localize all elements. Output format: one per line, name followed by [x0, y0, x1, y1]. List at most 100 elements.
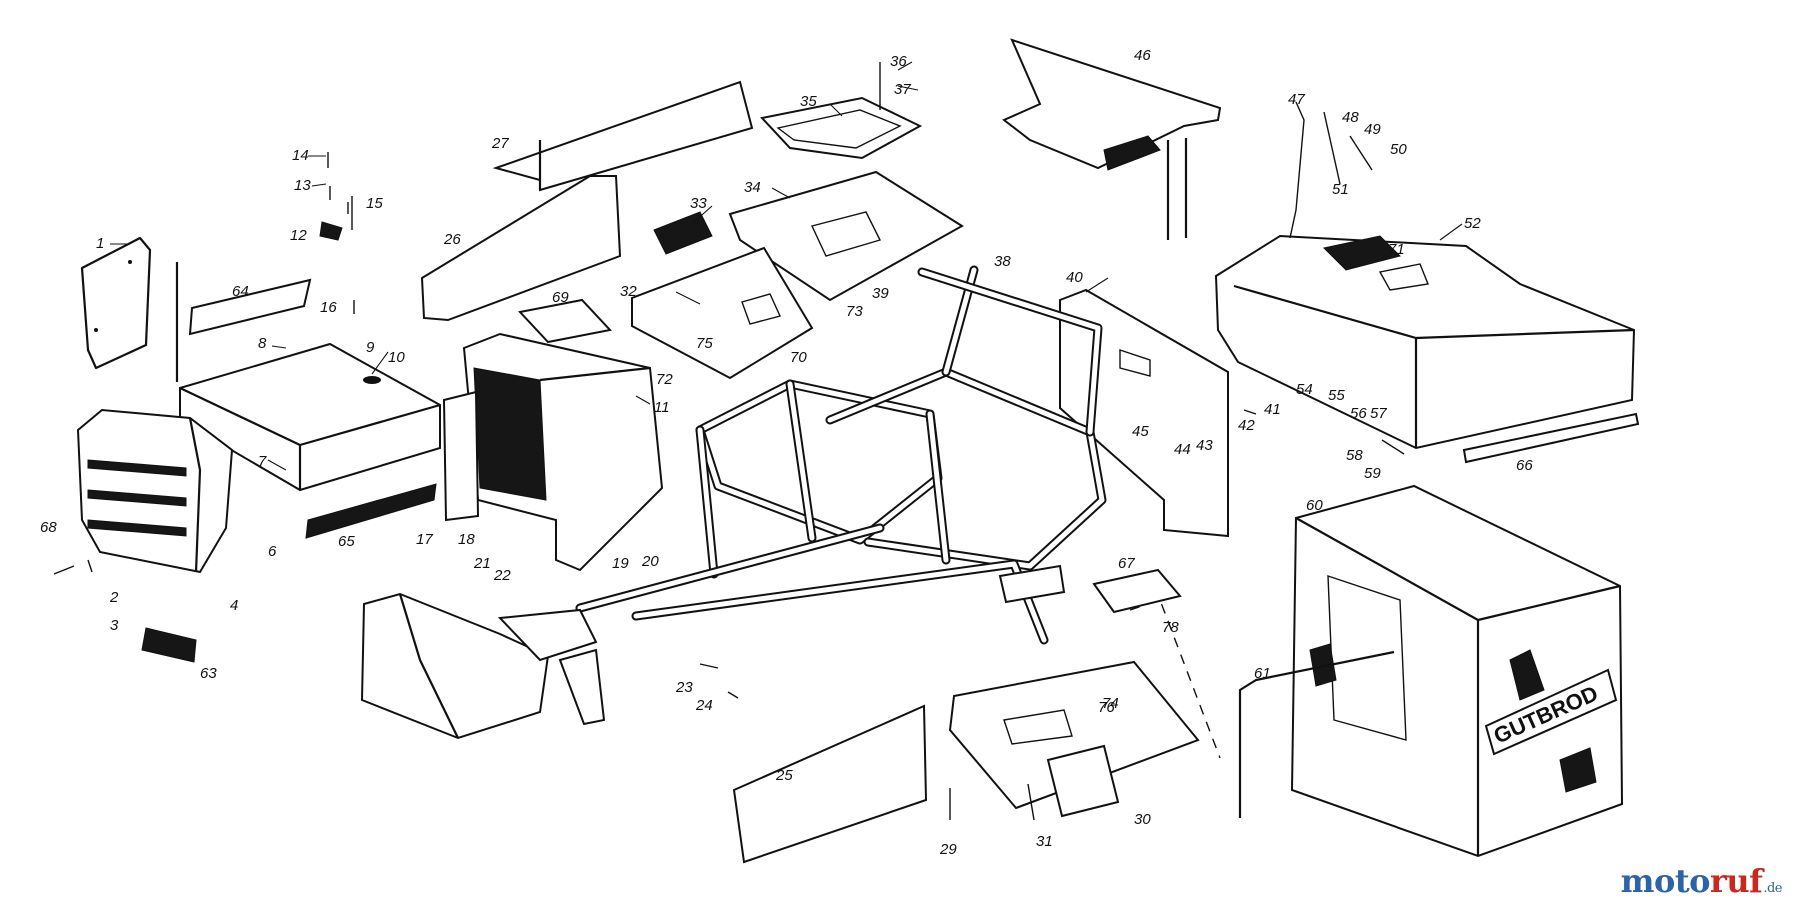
label-57: 57	[1370, 405, 1387, 422]
part-dash-34	[728, 170, 964, 302]
label-36: 36	[890, 53, 907, 70]
label-13: 13	[294, 177, 311, 194]
label-49: 49	[1364, 121, 1381, 138]
label-59: 59	[1364, 465, 1381, 482]
label-63: 63	[200, 665, 217, 682]
label-52: 52	[1464, 215, 1481, 232]
label-64: 64	[232, 283, 249, 300]
label-67: 67	[1118, 555, 1135, 572]
label-1: 1	[96, 235, 104, 252]
label-33: 33	[690, 195, 707, 212]
label-43: 43	[1196, 437, 1213, 454]
label-71: 71	[1388, 241, 1405, 258]
label-3: 3	[110, 617, 119, 634]
label-54: 54	[1296, 381, 1313, 398]
label-38: 38	[994, 253, 1011, 270]
label-70: 70	[790, 349, 807, 366]
part-handle-rod-61	[1238, 650, 1395, 818]
motoruf-logo: motoruf.de	[1620, 862, 1783, 900]
label-25: 25	[775, 767, 793, 784]
label-78: 78	[1162, 619, 1179, 636]
label-51: 51	[1332, 181, 1349, 198]
label-61: 61	[1254, 665, 1271, 682]
label-4: 4	[230, 597, 238, 614]
label-29: 29	[939, 841, 957, 858]
part-seat-46	[1002, 38, 1222, 240]
part-floor-78	[948, 599, 1221, 818]
part-labels: 1 2 3 4 6 7 8 9 10 11 12 13 14 15 16 17 …	[40, 47, 1533, 858]
part-floor-plate-25	[732, 704, 928, 864]
label-18: 18	[458, 531, 475, 548]
label-21: 21	[473, 555, 491, 572]
label-15: 15	[366, 195, 383, 212]
label-68: 68	[40, 519, 57, 536]
label-39: 39	[872, 285, 889, 302]
part-hood	[179, 342, 441, 492]
part-strip-64	[188, 278, 312, 336]
label-22: 22	[493, 567, 511, 584]
label-58: 58	[1346, 447, 1363, 464]
label-50: 50	[1390, 141, 1407, 158]
part-plate-32	[631, 211, 814, 380]
label-56: 56	[1350, 405, 1367, 422]
label-42: 42	[1238, 417, 1255, 434]
part-vent-plate-65	[305, 483, 437, 539]
label-76: 76	[1098, 699, 1115, 716]
label-19: 19	[612, 555, 629, 572]
hardware-fasteners	[53, 62, 1405, 821]
label-65: 65	[338, 533, 355, 550]
part-side-panel	[80, 236, 179, 382]
label-31: 31	[1036, 833, 1053, 850]
label-60: 60	[1306, 497, 1323, 514]
label-47: 47	[1288, 91, 1305, 108]
label-11: 11	[654, 399, 670, 416]
label-66: 66	[1516, 457, 1533, 474]
label-26: 26	[443, 231, 461, 248]
part-grass-catcher-60: GUTBROD	[1290, 484, 1624, 858]
label-23: 23	[675, 679, 693, 696]
label-72: 72	[656, 371, 673, 388]
part-bulkhead	[442, 332, 664, 572]
label-24: 24	[695, 697, 713, 714]
label-30: 30	[1134, 811, 1151, 828]
label-10: 10	[388, 349, 405, 366]
label-7: 7	[258, 453, 267, 470]
brand-part1: moto	[1620, 862, 1711, 900]
label-8: 8	[258, 335, 267, 352]
label-20: 20	[641, 553, 659, 570]
label-73: 73	[846, 303, 863, 320]
label-32: 32	[620, 283, 637, 300]
part-bracket-69	[518, 298, 612, 344]
brand-part2: ruf	[1709, 862, 1763, 900]
label-14: 14	[292, 147, 309, 164]
label-2: 2	[109, 589, 119, 606]
label-27: 27	[491, 135, 509, 152]
label-34: 34	[744, 179, 761, 196]
label-35: 35	[800, 93, 817, 110]
label-55: 55	[1328, 387, 1345, 404]
label-41: 41	[1264, 401, 1281, 418]
label-9: 9	[366, 339, 375, 356]
part-badge-63	[141, 627, 197, 663]
label-17: 17	[416, 531, 433, 548]
label-46: 46	[1134, 47, 1151, 64]
label-75: 75	[696, 335, 713, 352]
label-12: 12	[290, 227, 307, 244]
label-40: 40	[1066, 269, 1083, 286]
part-main-frame	[575, 265, 1107, 645]
label-69: 69	[552, 289, 569, 306]
label-48: 48	[1342, 109, 1359, 126]
part-panel-26	[420, 175, 622, 322]
part-tray-35	[760, 96, 923, 160]
label-16: 16	[320, 299, 337, 316]
label-44: 44	[1174, 441, 1191, 458]
label-45: 45	[1132, 423, 1149, 440]
part-strip-66	[1462, 412, 1640, 464]
label-74: 74	[1102, 695, 1119, 712]
part-panel-27	[492, 80, 754, 192]
part-rear-hood-52	[1214, 234, 1636, 450]
label-37: 37	[894, 81, 911, 98]
part-pad-67	[1092, 568, 1182, 614]
label-6: 6	[268, 543, 277, 560]
